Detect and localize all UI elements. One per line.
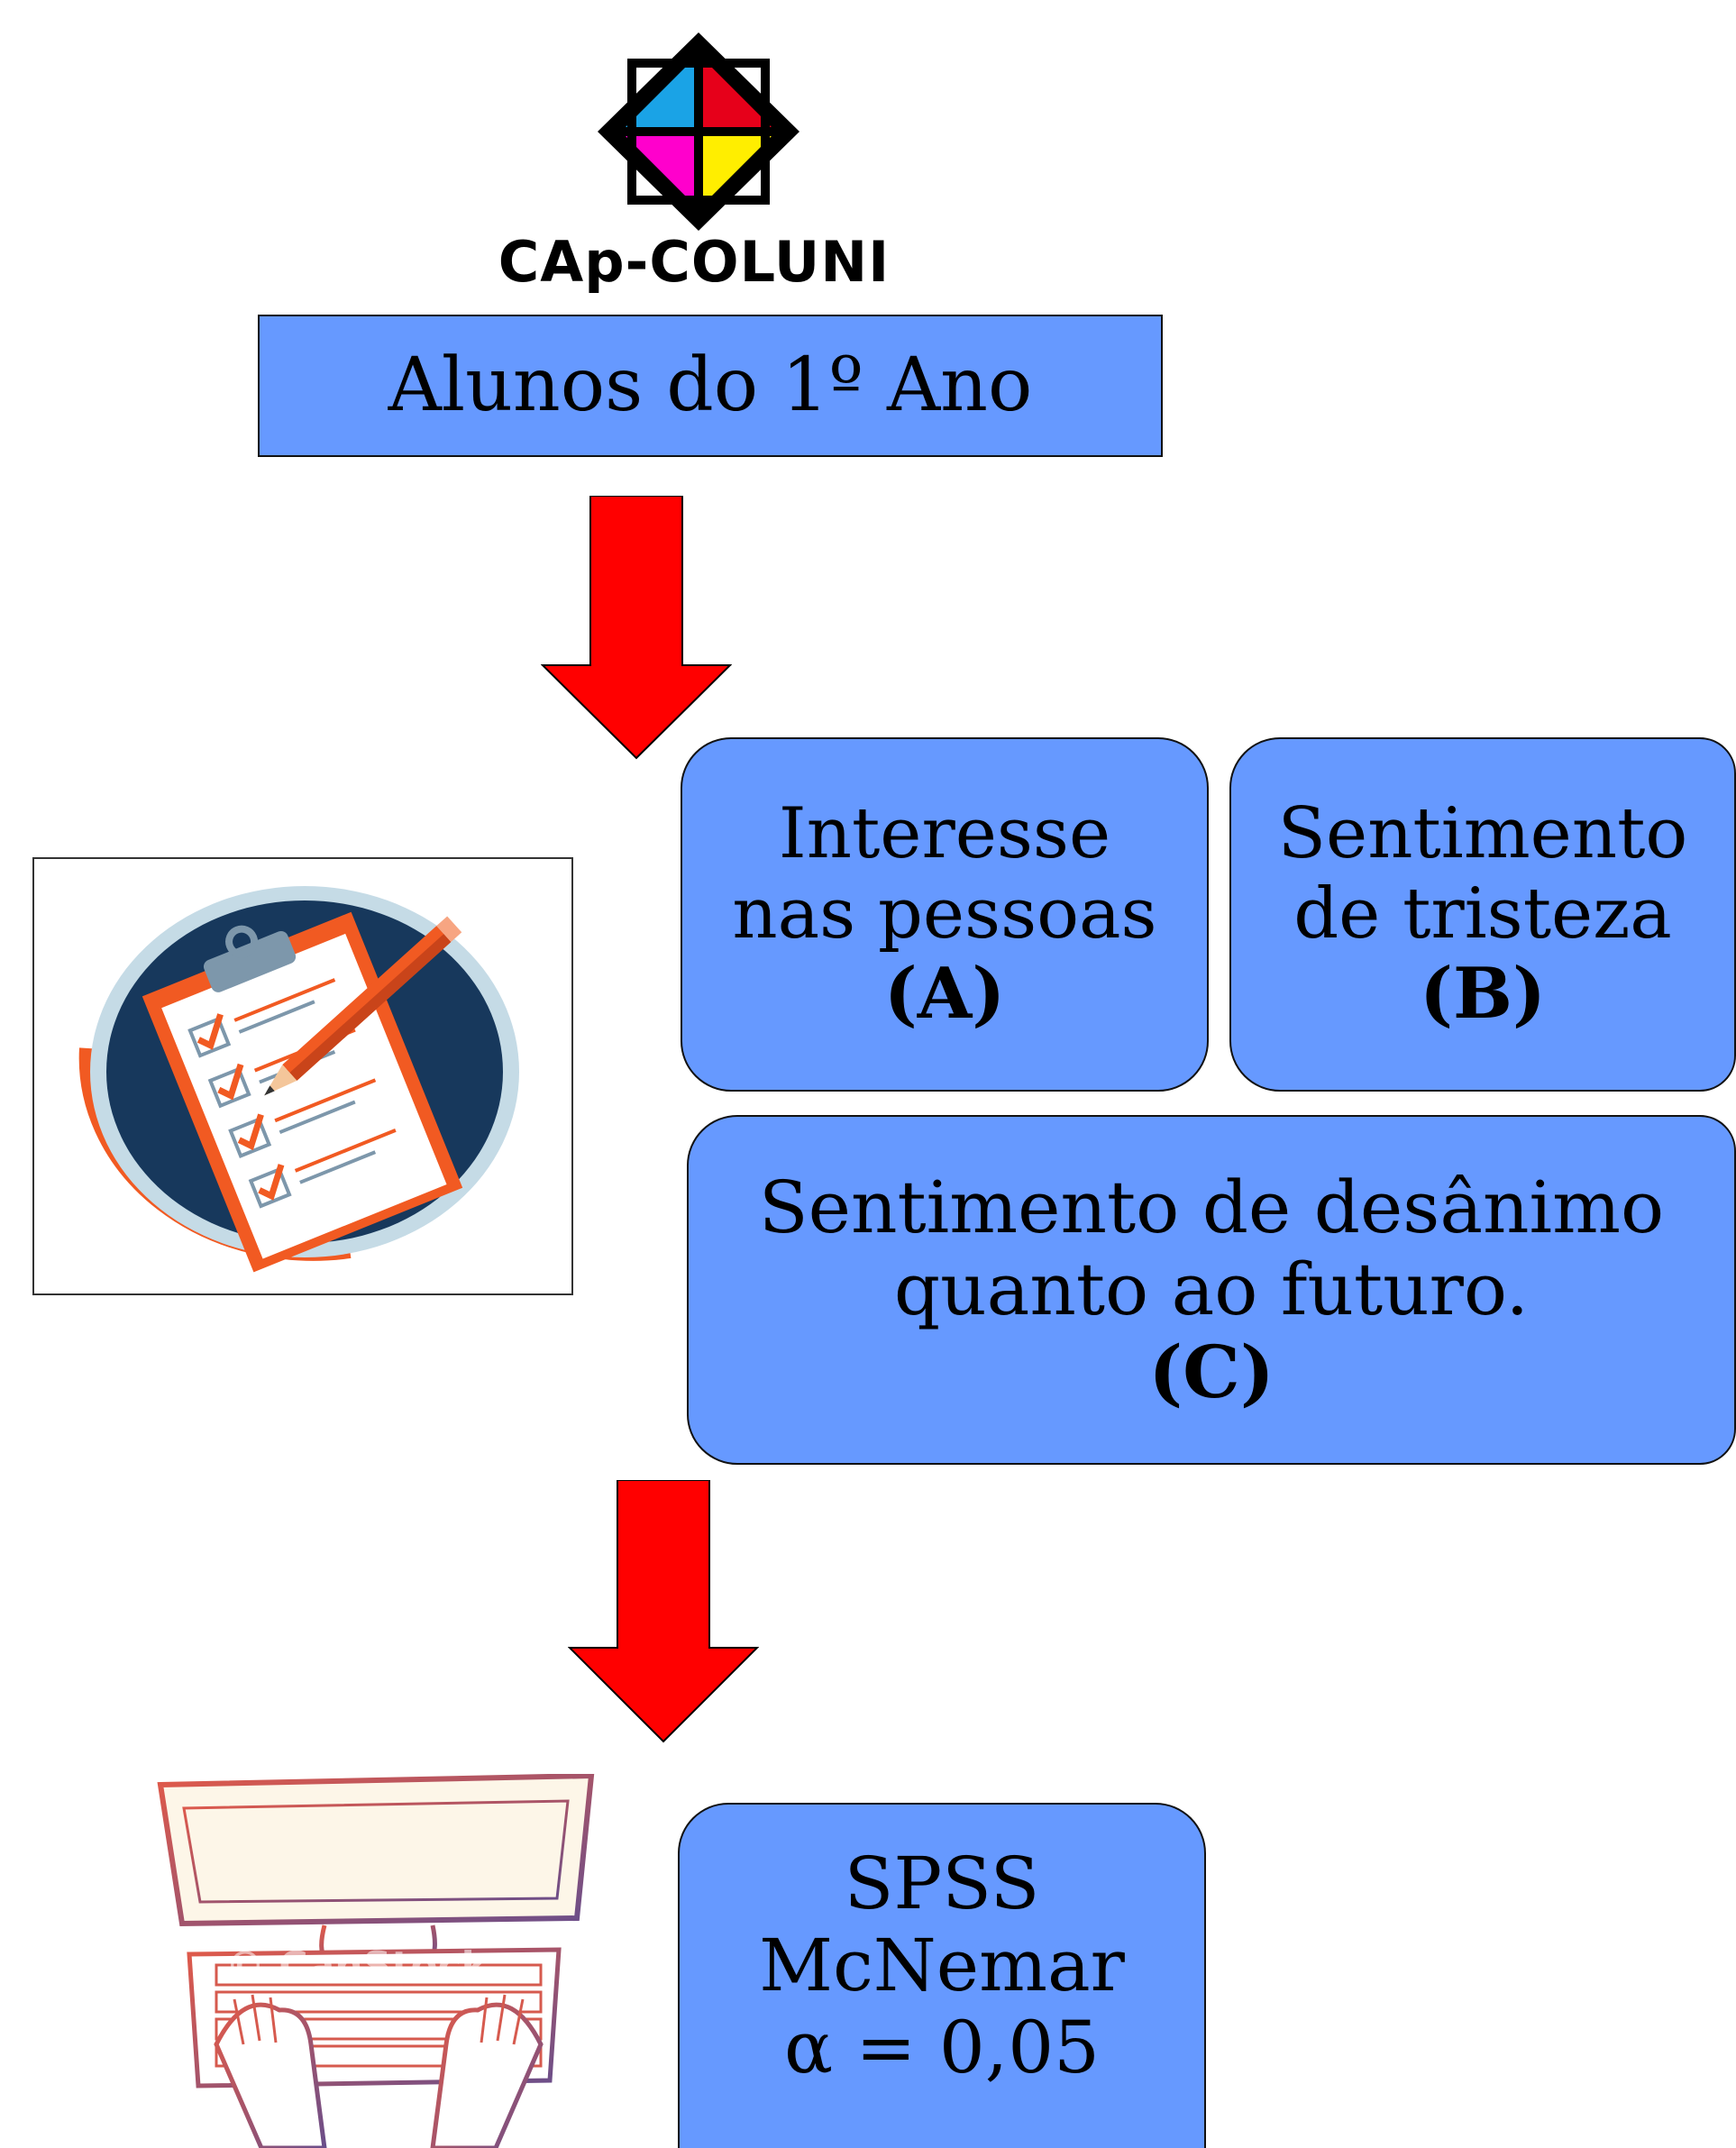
- box-a-interesse: Interesse nas pessoas (A): [681, 737, 1209, 1092]
- box-c-line-1: Sentimento de desânimo: [758, 1165, 1665, 1250]
- box-c-tag: (C): [1148, 1329, 1275, 1414]
- analysis-line-2: McNemar: [759, 1924, 1125, 2008]
- box-c-desanimo: Sentimento de desânimo quanto ao futuro.…: [687, 1115, 1736, 1465]
- watermark-text: © CanStock: [225, 1943, 488, 1989]
- analysis-line-3: α = 0,05: [783, 2006, 1101, 2090]
- box-c-line-2: quanto ao futuro.: [893, 1248, 1530, 1332]
- box-b-line-2: de tristeza: [1293, 873, 1672, 955]
- box-b-line-1: Sentimento: [1277, 793, 1688, 875]
- logo-text: CAp-COLUNI: [498, 229, 891, 295]
- analysis-line-1: SPSS: [844, 1842, 1040, 1925]
- down-arrow-2-icon: [568, 1480, 759, 1743]
- down-arrow-1-icon: [541, 496, 732, 760]
- cap-coluni-logo-icon: [598, 32, 799, 231]
- top-box-alunos: Alunos do 1º Ano: [258, 315, 1163, 457]
- computer-typing-image: © CanStock: [153, 1774, 604, 2148]
- box-a-tag: (A): [883, 952, 1006, 1035]
- questionnaire-image: [32, 857, 573, 1295]
- analysis-box-spss: SPSS McNemar α = 0,05: [678, 1803, 1206, 2148]
- box-a-line-1: Interesse: [778, 793, 1111, 875]
- top-box-label: Alunos do 1º Ano: [388, 343, 1033, 429]
- clipboard-checklist-icon: [78, 886, 519, 1273]
- computer-typing-icon: [157, 1774, 595, 2148]
- box-a-line-2: nas pessoas: [732, 873, 1157, 955]
- box-b-tristeza: Sentimento de tristeza (B): [1229, 737, 1736, 1092]
- box-b-tag: (B): [1420, 952, 1546, 1035]
